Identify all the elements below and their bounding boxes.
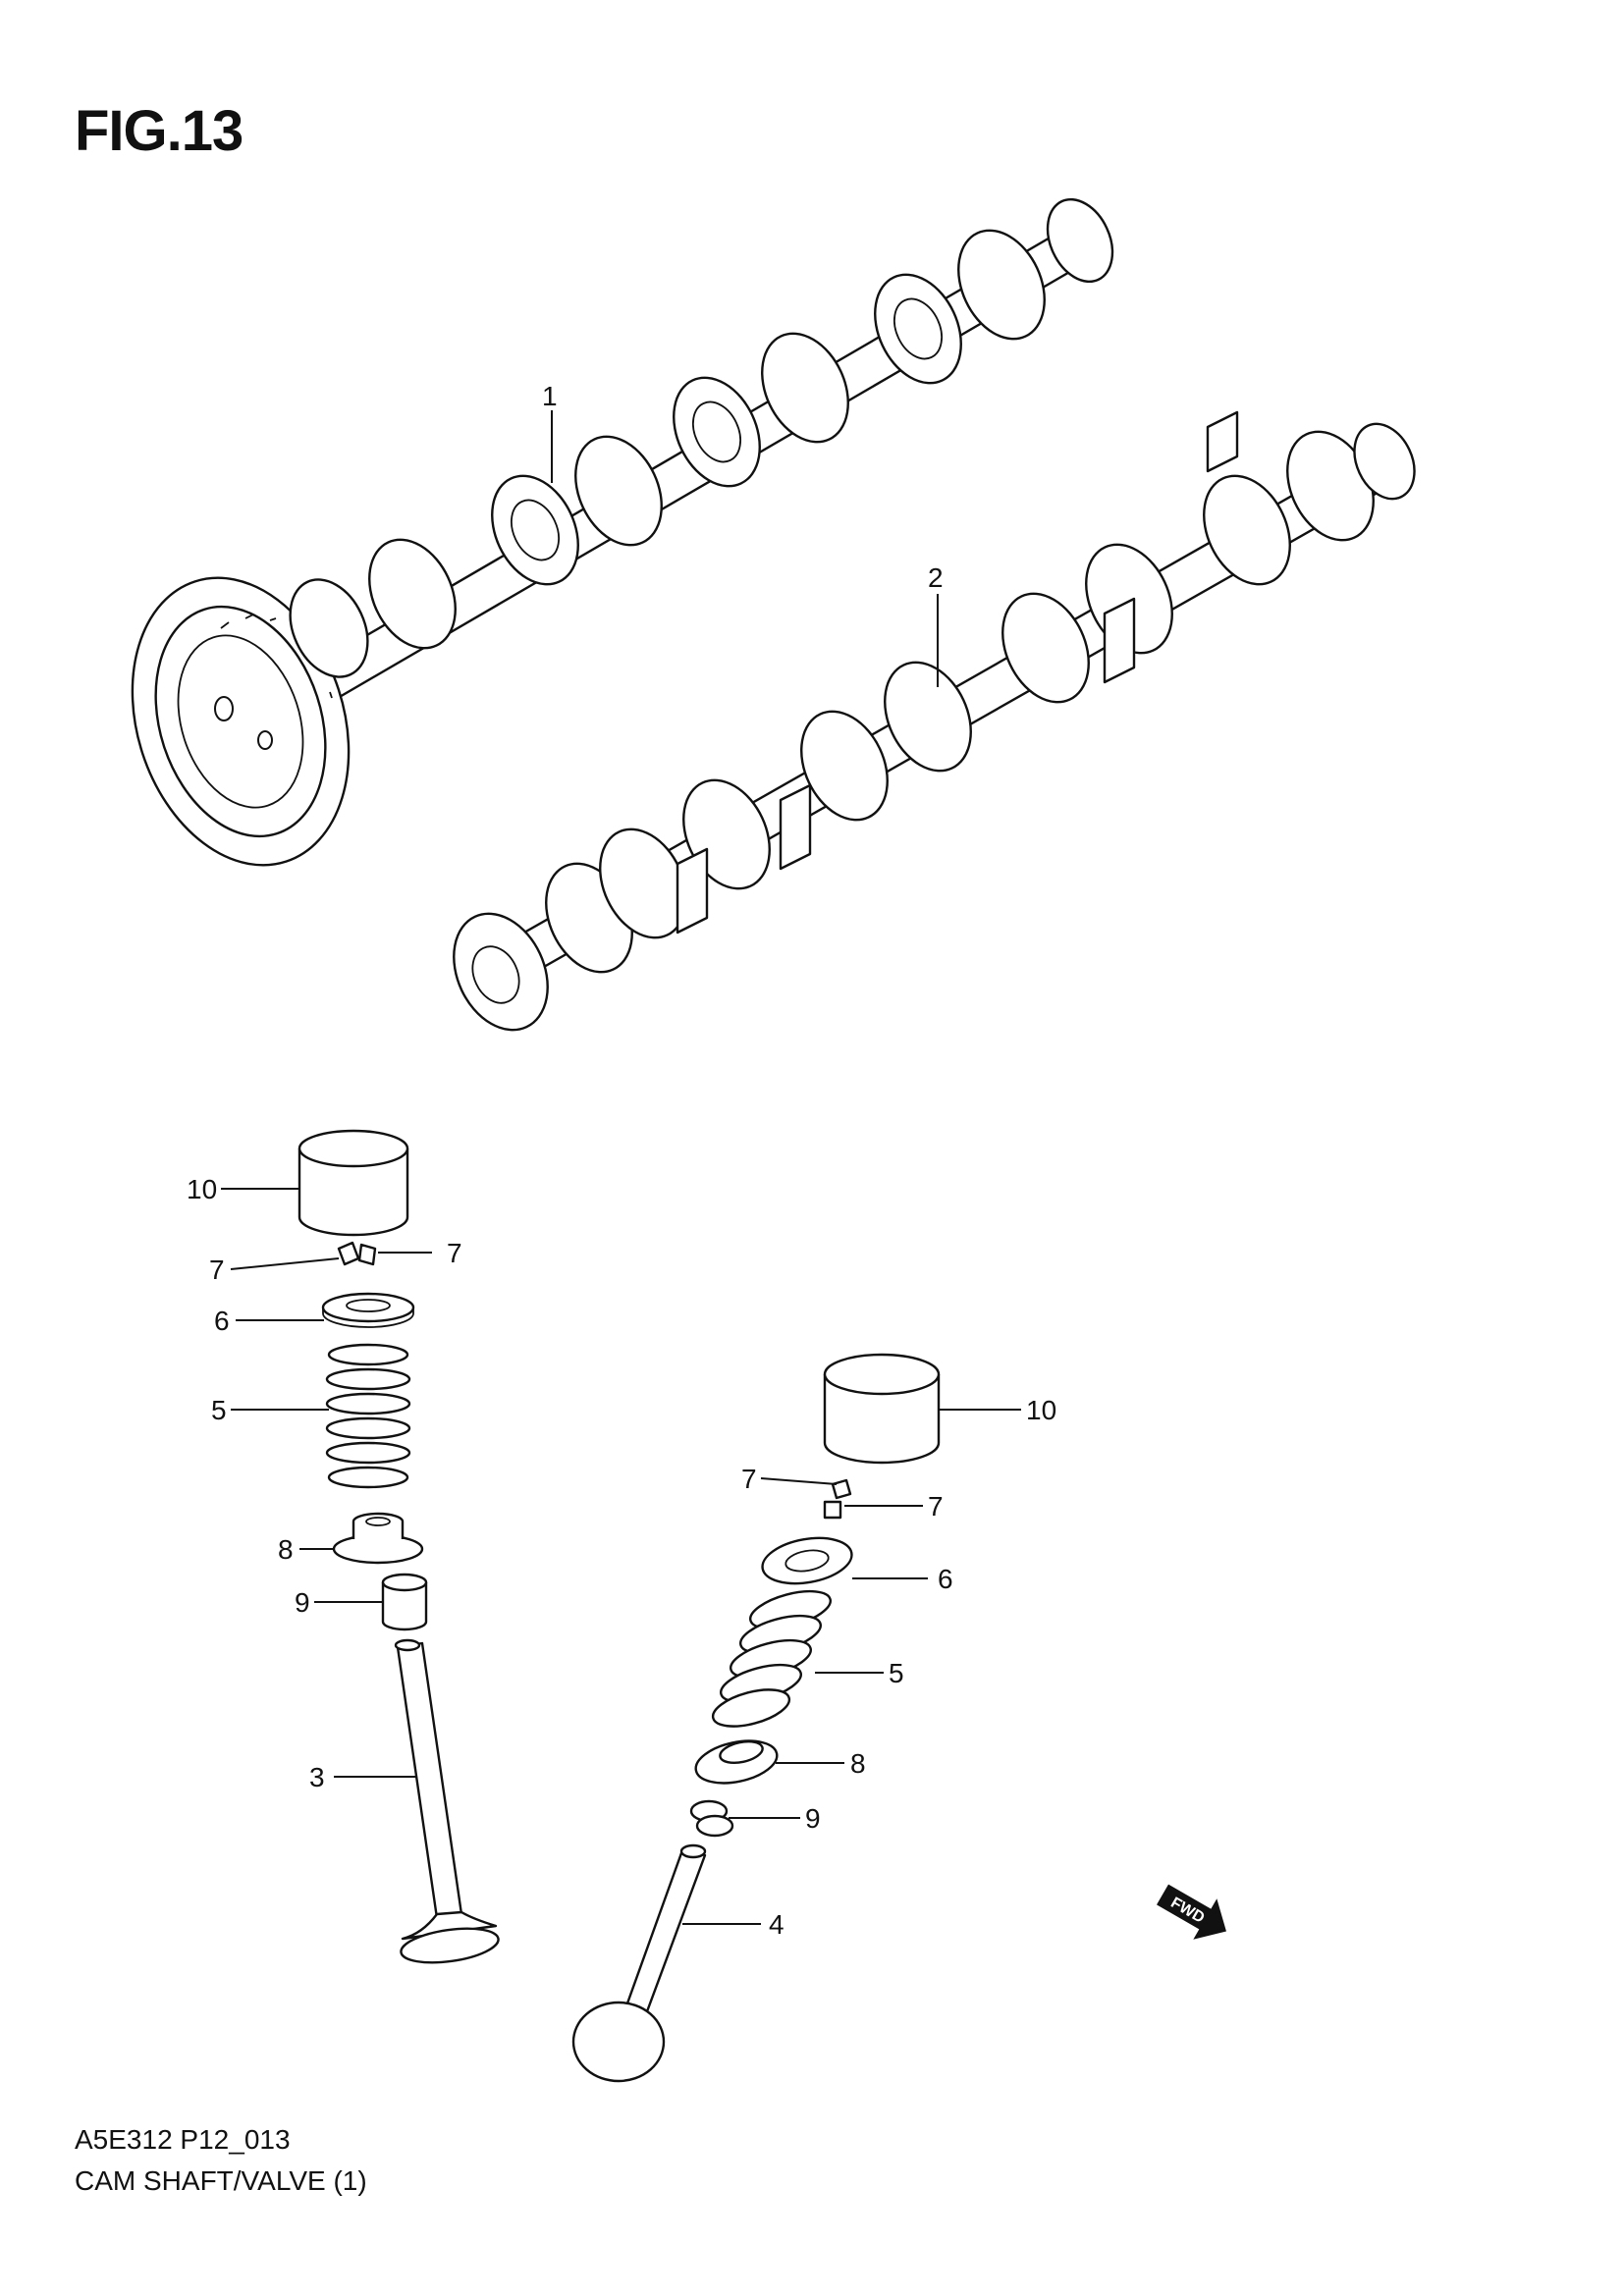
retainer-right bbox=[761, 1536, 853, 1585]
callout-numbers: 1 2 3 4 5 5 6 6 7 7 7 7 8 8 9 9 10 10 bbox=[187, 381, 1056, 1940]
callout-10-right: 10 bbox=[1026, 1395, 1056, 1425]
callout-4: 4 bbox=[769, 1909, 784, 1940]
callout-7-right-a: 7 bbox=[741, 1464, 757, 1494]
callout-5-right: 5 bbox=[889, 1658, 904, 1688]
callout-7-right-b: 7 bbox=[928, 1491, 944, 1522]
cam-sprocket bbox=[131, 576, 351, 867]
camshaft-1 bbox=[131, 197, 1114, 867]
callout-7-left-a: 7 bbox=[209, 1255, 225, 1285]
cotters-left bbox=[337, 1241, 377, 1266]
cam-2-lobes bbox=[453, 410, 1416, 1032]
left-valve-assembly bbox=[298, 1129, 500, 1964]
valve-seal-right bbox=[689, 1799, 734, 1838]
callout-8-left: 8 bbox=[278, 1534, 294, 1565]
valve-right bbox=[571, 1843, 707, 2083]
callout-3: 3 bbox=[309, 1762, 325, 1792]
callout-2: 2 bbox=[928, 562, 944, 593]
cotters-right bbox=[823, 1478, 852, 1520]
callout-9-right: 9 bbox=[805, 1803, 821, 1834]
valve-seal-left bbox=[381, 1573, 428, 1631]
leader-lines bbox=[221, 410, 1021, 1925]
spring-right bbox=[711, 1589, 832, 1728]
callout-6-left: 6 bbox=[214, 1306, 230, 1336]
figure-code: A5E312 P12_013 bbox=[75, 2124, 291, 2155]
right-valve-assembly bbox=[571, 1353, 941, 2083]
callout-10-left: 10 bbox=[187, 1174, 217, 1204]
tappet-right bbox=[823, 1353, 941, 1465]
retainer-left bbox=[321, 1292, 415, 1328]
callout-6-right: 6 bbox=[938, 1564, 953, 1594]
cam-1-lobes bbox=[289, 197, 1114, 678]
spring-seat-left bbox=[332, 1512, 424, 1565]
callout-9-left: 9 bbox=[295, 1587, 310, 1618]
callout-7-left-b: 7 bbox=[447, 1238, 462, 1268]
callout-1: 1 bbox=[542, 381, 558, 411]
valve-left bbox=[394, 1638, 500, 1964]
callout-5-left: 5 bbox=[211, 1395, 227, 1425]
spring-seat-right bbox=[694, 1739, 779, 1785]
figure-title: FIG.13 bbox=[75, 99, 243, 163]
spring-left bbox=[325, 1343, 411, 1489]
callout-8-right: 8 bbox=[850, 1748, 866, 1779]
camshaft-2 bbox=[453, 410, 1416, 1032]
tappet-left bbox=[298, 1129, 409, 1237]
figure-caption: CAM SHAFT/VALVE (1) bbox=[75, 2165, 367, 2196]
fwd-arrow-icon: FWD bbox=[1157, 1884, 1226, 1940]
